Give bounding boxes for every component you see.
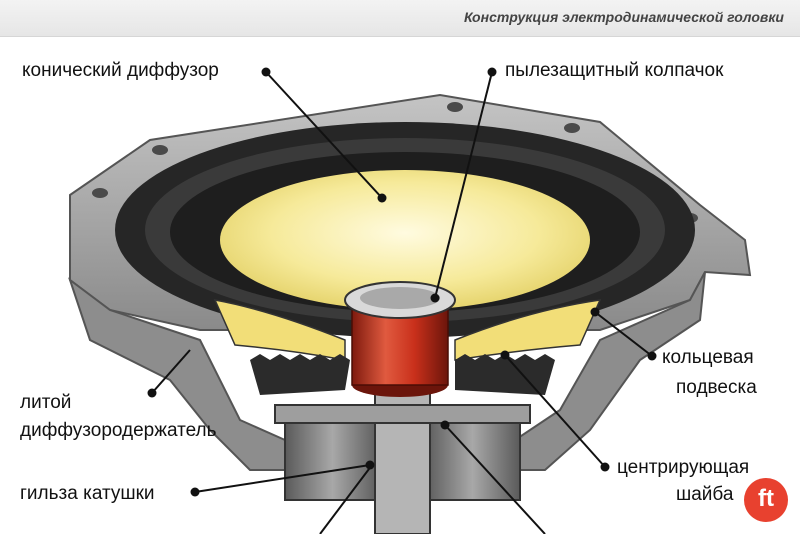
leader-basket: [151, 349, 191, 394]
leader-coil-bottom: [444, 424, 546, 534]
leader-dot: [365, 460, 375, 470]
mounting-hole: [152, 145, 168, 155]
cone-cut-left: [213, 299, 346, 361]
magnet-left: [284, 419, 381, 501]
leader-dot: [440, 420, 450, 430]
cone-cut-right: [454, 299, 602, 361]
leader-dot: [261, 67, 271, 77]
label-cone: конический диффузор: [22, 60, 219, 81]
label-spider-line1: центрирующая: [617, 457, 750, 478]
leader-dot: [500, 350, 510, 360]
spider-right: [455, 354, 555, 395]
leader-spider: [504, 354, 606, 468]
top-plate: [274, 404, 531, 424]
header-band: [0, 0, 800, 37]
watermark-logo: ft: [744, 478, 788, 522]
label-basket-line2: диффузородержатель: [20, 420, 217, 441]
label-surround-line1: кольцевая: [662, 347, 754, 368]
leader-dot: [600, 462, 610, 472]
leader-dot: [190, 487, 200, 497]
leader-surround: [594, 311, 653, 357]
leader-former: [194, 464, 371, 493]
leader-dot: [487, 67, 497, 77]
leader-dot: [430, 293, 440, 303]
label-basket-line1: литой: [20, 392, 72, 413]
leader-dot: [647, 351, 657, 361]
mounting-hole: [447, 102, 463, 112]
mounting-hole: [564, 123, 580, 133]
cone-surface: [220, 170, 590, 310]
label-surround-line2: подвеска: [676, 377, 757, 398]
label-dust-cap: пылезащитный колпачок: [505, 60, 724, 81]
leader-dot: [147, 388, 157, 398]
magnet-right: [424, 419, 521, 501]
leader-dot: [377, 193, 387, 203]
label-spider-line2: шайба: [676, 484, 734, 505]
leader-magnet-bottom: [319, 464, 373, 534]
dust-cap-inner: [360, 287, 440, 309]
mounting-hole: [92, 188, 108, 198]
spider-left: [250, 354, 350, 395]
diagram-title: Конструкция электродинамической головки: [463, 9, 784, 25]
leader-dot: [590, 307, 600, 317]
label-former: гильза катушки: [20, 483, 155, 504]
leader-cone: [265, 71, 383, 199]
leader-dust-cap: [434, 71, 493, 299]
